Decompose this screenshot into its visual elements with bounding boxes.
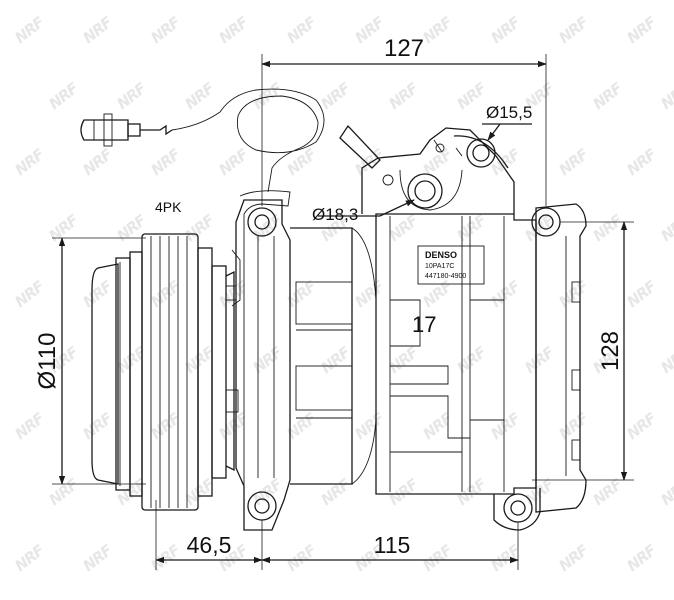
watermark-logo: NRF	[113, 475, 150, 510]
watermark-logo: NRF	[79, 145, 116, 180]
watermark-logo: NRF	[657, 475, 674, 510]
dimension-lines	[52, 54, 634, 570]
watermark-logo: NRF	[113, 343, 150, 378]
watermark-logo: NRF	[215, 145, 252, 180]
dimension-offset-bottom-left: 46,5	[187, 532, 232, 558]
pulley-grooves-label: 4PK	[155, 199, 182, 215]
watermark-logo: NRF	[623, 541, 660, 576]
watermark-logo: NRF	[147, 541, 184, 576]
watermark-logo: NRF	[589, 79, 626, 114]
watermark-logo: NRF	[283, 541, 320, 576]
watermark-logo: NRF	[249, 211, 286, 246]
watermark-logo: NRF	[79, 13, 116, 48]
watermark-logo: NRF	[147, 277, 184, 312]
watermark-logo: NRF	[623, 13, 660, 48]
pulley-clutch	[91, 233, 239, 511]
watermark-logo: NRF	[45, 211, 82, 246]
watermark-logo: NRF	[385, 343, 422, 378]
watermark-logo: NRF	[521, 343, 558, 378]
watermark-logo: NRF	[11, 541, 48, 576]
watermark-logo: NRF	[11, 13, 48, 48]
watermark-logo: NRF	[385, 211, 422, 246]
watermark-logo: NRF	[113, 211, 150, 246]
watermark-logo: NRF	[453, 79, 490, 114]
watermark-logo: NRF	[555, 409, 592, 444]
watermark-logo: NRF	[657, 79, 674, 114]
watermark-logo: NRF	[181, 79, 218, 114]
watermark-logo: NRF	[453, 343, 490, 378]
dimension-labels: 127 Ø15,5 Ø18,3 Ø110 128 46,5 115 4PK 17	[34, 35, 624, 558]
watermark-logo: NRF	[487, 541, 524, 576]
watermark-logo: NRF	[657, 343, 674, 378]
watermark-logo: NRF	[45, 475, 82, 510]
watermark-logo: NRF	[283, 409, 320, 444]
watermark-logo: NRF	[453, 211, 490, 246]
dimension-pulley-diameter: Ø110	[34, 333, 61, 390]
watermark-logo: NRF	[351, 277, 388, 312]
watermark-logo: NRF	[623, 277, 660, 312]
watermark-logo: NRF	[419, 277, 456, 312]
watermark-logo: NRF	[11, 409, 48, 444]
watermark-logo: NRF	[623, 409, 660, 444]
dimension-hole-top: Ø15,5	[486, 103, 532, 122]
watermark-logo: NRF	[555, 13, 592, 48]
watermark-logo: NRF	[589, 211, 626, 246]
watermark-logo: NRF	[385, 79, 422, 114]
watermark-logo: NRF	[113, 79, 150, 114]
watermark-logo: NRF	[555, 145, 592, 180]
watermark-logo: NRF	[385, 475, 422, 510]
watermark-logo: NRF	[11, 277, 48, 312]
watermark-logo: NRF	[11, 145, 48, 180]
watermark-logo: NRF	[521, 211, 558, 246]
dimension-height-right: 128	[597, 331, 624, 371]
nameplate: DENSO 10PA17C 447180-4900	[417, 245, 485, 285]
watermark-logo: NRF	[283, 13, 320, 48]
watermark-logo: NRF	[147, 145, 184, 180]
watermark-logo: NRF	[487, 277, 524, 312]
watermark-logo: NRF	[283, 145, 320, 180]
watermark-logo: NRF	[317, 79, 354, 114]
dimension-width-top: 127	[384, 35, 424, 62]
watermark-logo: NRF	[215, 13, 252, 48]
mounting-holes	[247, 138, 561, 523]
watermark-logo: NRF	[79, 409, 116, 444]
ring-number-label: 17	[412, 312, 436, 337]
watermark-logo: NRF	[79, 277, 116, 312]
watermark-logo: NRF	[317, 343, 354, 378]
watermark-logo: NRF	[487, 13, 524, 48]
watermark-logo: NRF	[351, 409, 388, 444]
watermark-logo: NRF	[487, 409, 524, 444]
watermark-logo: NRF	[147, 409, 184, 444]
clutch-connector	[80, 88, 325, 193]
watermark-logo: NRF	[419, 13, 456, 48]
watermark-logo: NRF	[79, 541, 116, 576]
compressor-body	[231, 124, 587, 531]
watermark-logo: NRF	[453, 475, 490, 510]
nameplate-brand: DENSO	[425, 250, 457, 260]
watermark-logo: NRF	[317, 475, 354, 510]
watermark-layer: NRF NRF NRF NRF NRF NRF NRF NRF NRF NRF NRF NRF NRF N…	[11, 13, 674, 576]
watermark-logo: NRF	[249, 343, 286, 378]
dimension-hole-mid: Ø18,3	[312, 205, 358, 224]
watermark-logo: NRF	[419, 541, 456, 576]
watermark-logo: NRF	[351, 13, 388, 48]
watermark-logo: NRF	[147, 13, 184, 48]
nameplate-model: 10PA17C	[425, 263, 454, 270]
watermark-logo: NRF	[555, 541, 592, 576]
nameplate-part-number: 447180-4900	[425, 273, 466, 280]
watermark-logo: NRF	[45, 79, 82, 114]
watermark-logo: NRF	[657, 211, 674, 246]
dimension-width-bottom: 115	[374, 532, 411, 558]
watermark-logo: NRF	[623, 145, 660, 180]
